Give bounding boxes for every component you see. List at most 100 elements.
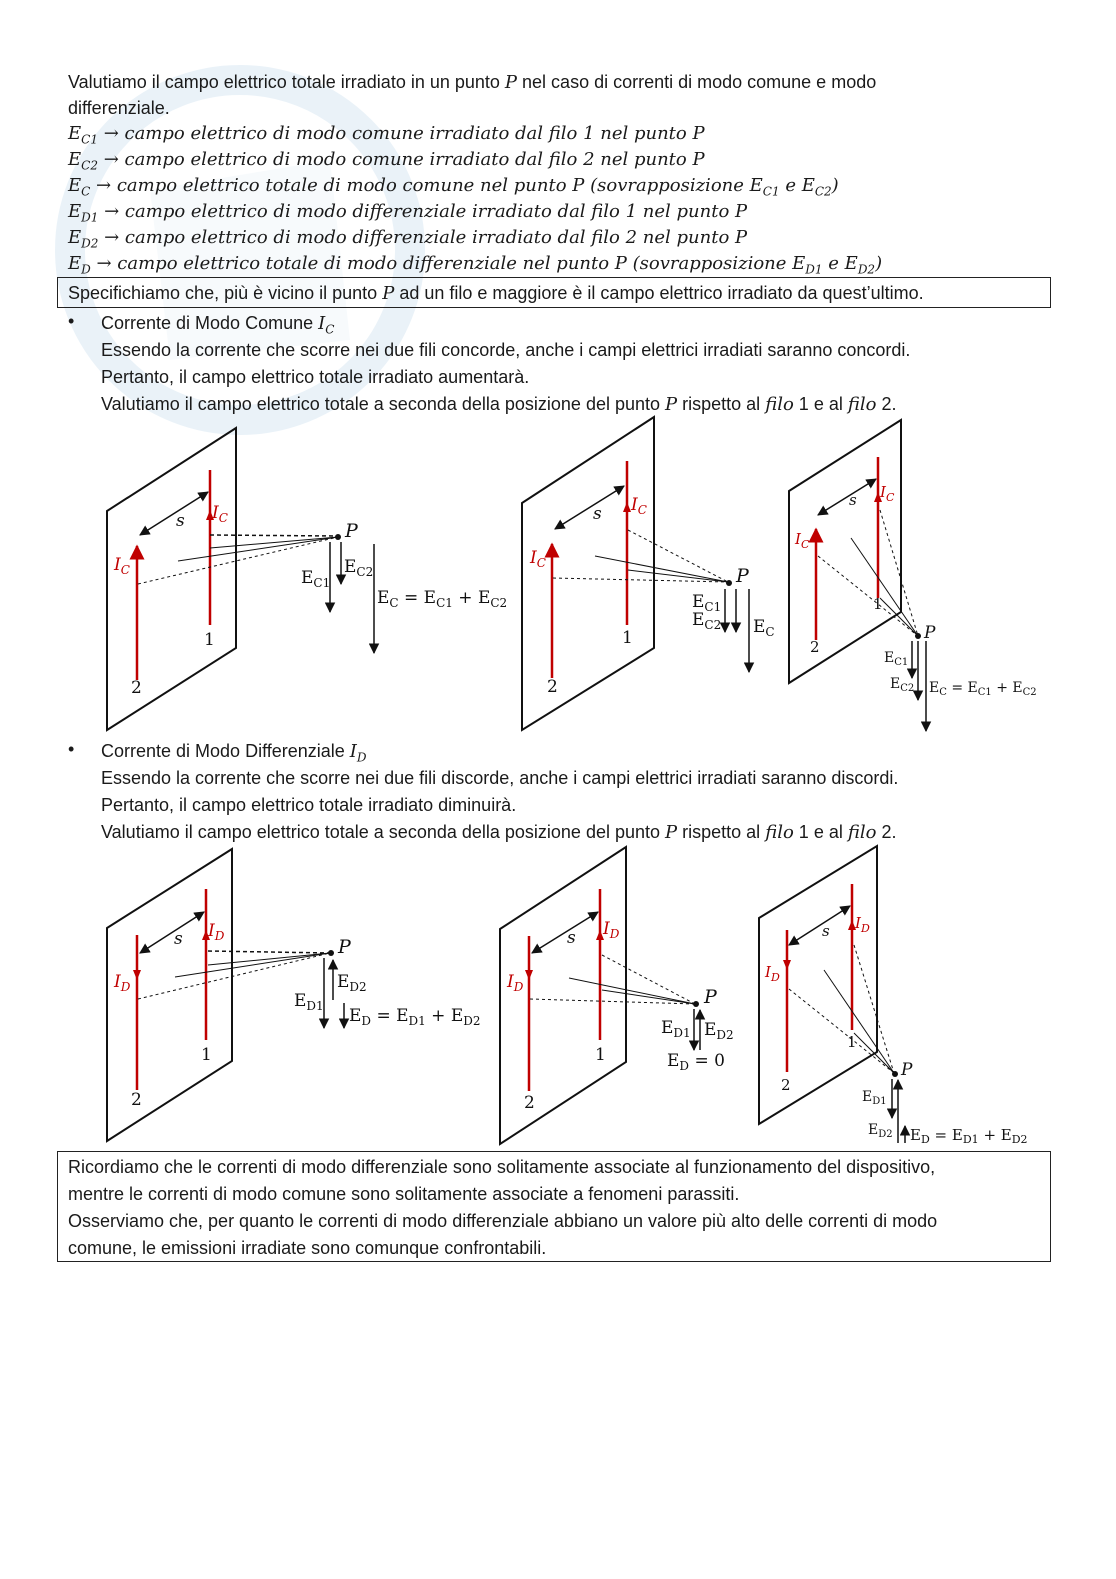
label-s: s — [567, 928, 576, 948]
heading-common-mode: Corrente di Modo Comune IC — [101, 313, 335, 337]
ray — [209, 536, 339, 549]
label-s: s — [822, 922, 830, 940]
label-id-2: ID — [113, 972, 131, 994]
watermark-logo — [55, 65, 425, 435]
label-ic-2: IC — [529, 548, 546, 570]
definition-ec2: EC2 → campo elettrico di modo comune irr… — [68, 149, 705, 173]
figure-common-2: s IC IC 1 2 P EC1 EC2 EC — [521, 415, 775, 732]
ray — [137, 536, 339, 585]
label-ed-zero: ED = 0 — [667, 1051, 725, 1073]
note-line-1: Ricordiamo che le correnti di modo diffe… — [68, 1157, 936, 1177]
label-p: P — [703, 986, 718, 1008]
label-wire-1: 1 — [847, 1033, 857, 1051]
intro-line-2: differenziale. — [68, 98, 170, 118]
ray — [529, 998, 696, 1005]
definition-ed2: ED2 → campo elettrico di modo differenzi… — [68, 227, 748, 251]
label-ec2: EC2 — [890, 676, 914, 694]
point-p — [693, 1001, 699, 1007]
ray — [552, 577, 729, 583]
heading-differential-mode: Corrente di Modo Differenziale ID — [101, 741, 367, 765]
figure-differential-1: s ID ID 1 2 P ED1 ED2 ED = ED1 + ED2 — [106, 847, 481, 1143]
intro-line-1: Valutiamo il campo elettrico totale irra… — [68, 72, 877, 93]
ray — [853, 1032, 895, 1074]
label-ic-2: IC — [794, 530, 810, 551]
label-ed2: ED2 — [704, 1020, 734, 1042]
label-ec-sum: EC = EC1 + EC2 — [377, 588, 507, 610]
figure-common-1: s IC IC 1 2 P EC1 EC2 EC = EC1 + EC2 — [106, 426, 507, 732]
ray — [879, 509, 919, 637]
label-wire-1: 1 — [204, 630, 215, 650]
plane — [788, 418, 902, 685]
plane — [106, 847, 233, 1143]
label-ec-sum: EC = EC1 + EC2 — [929, 680, 1037, 698]
ray — [850, 537, 919, 637]
figure-differential-2: s ID ID 1 2 P ED1 ED2 ED = 0 — [499, 845, 734, 1146]
point-p — [892, 1071, 898, 1077]
plane — [499, 845, 627, 1146]
ray — [207, 950, 331, 954]
ray — [209, 534, 339, 537]
label-wire-1: 1 — [622, 628, 633, 648]
spacing-arrow — [531, 911, 599, 954]
ray — [568, 977, 696, 1005]
spacing-arrow — [139, 491, 209, 536]
label-wire-1: 1 — [873, 595, 883, 613]
bullet-differential-mode: • — [68, 739, 75, 759]
label-ic-1: IC — [630, 495, 647, 517]
label-ed2: ED2 — [868, 1122, 893, 1140]
label-ed-sum: ED = ED1 + ED2 — [910, 1126, 1028, 1146]
point-p — [915, 633, 921, 639]
label-ec2: EC2 — [692, 610, 721, 632]
label-ec1: EC1 — [301, 568, 330, 590]
label-ec2: EC2 — [344, 557, 373, 579]
ray — [137, 952, 331, 1000]
label-p: P — [735, 565, 750, 587]
label-id-1: ID — [602, 919, 620, 941]
spacing-arrow — [788, 905, 851, 946]
differential-line-3: Valutiamo il campo elettrico totale a se… — [101, 822, 897, 843]
spacing-arrow — [554, 485, 625, 530]
spacing-arrow — [139, 911, 205, 954]
label-p: P — [923, 623, 936, 643]
label-s: s — [593, 504, 602, 524]
label-s: s — [176, 511, 185, 531]
point-p — [328, 950, 334, 956]
note-line-3: Osserviamo che, per quanto le correnti d… — [68, 1211, 938, 1231]
common-line-2: Pertanto, il campo elettrico totale irra… — [101, 367, 530, 387]
label-p: P — [337, 936, 352, 958]
plane — [758, 844, 878, 1126]
bullet-common-mode: • — [68, 311, 75, 331]
common-line-1: Essendo la corrente che scorre nei due f… — [101, 340, 911, 360]
wire-2-arrow — [783, 960, 791, 970]
label-id-2: ID — [506, 972, 524, 994]
definition-ec: EC → campo elettrico totale di modo comu… — [68, 175, 839, 199]
plane — [106, 426, 237, 732]
common-line-3: Valutiamo il campo elettrico totale a se… — [101, 394, 897, 415]
note-box-emissions: Ricordiamo che le correnti di modo diffe… — [57, 1151, 1051, 1262]
label-id-1: ID — [854, 914, 870, 935]
label-id-2: ID — [764, 963, 780, 984]
ray — [601, 989, 696, 1005]
ray — [207, 952, 331, 966]
differential-line-1: Essendo la corrente che scorre nei due f… — [101, 768, 899, 788]
ray — [788, 988, 895, 1074]
label-ic-2: IC — [113, 555, 130, 577]
ray — [627, 529, 729, 583]
point-p — [726, 580, 732, 586]
ray — [627, 569, 729, 583]
label-ed-sum: ED = ED1 + ED2 — [349, 1006, 481, 1028]
definition-ed: ED → campo elettrico totale di modo diff… — [68, 253, 883, 277]
label-ed1: ED1 — [862, 1089, 887, 1107]
label-wire-2: 2 — [131, 678, 142, 698]
label-ic-1: IC — [879, 483, 895, 504]
label-id-1: ID — [207, 921, 225, 943]
ray — [174, 952, 331, 978]
plane — [521, 415, 655, 732]
wire-1-arrow — [623, 502, 631, 512]
label-ed1: ED1 — [294, 991, 324, 1013]
wire-2-arrow — [133, 970, 141, 980]
point-p — [335, 534, 341, 540]
label-p: P — [344, 520, 359, 542]
ray — [879, 597, 919, 637]
